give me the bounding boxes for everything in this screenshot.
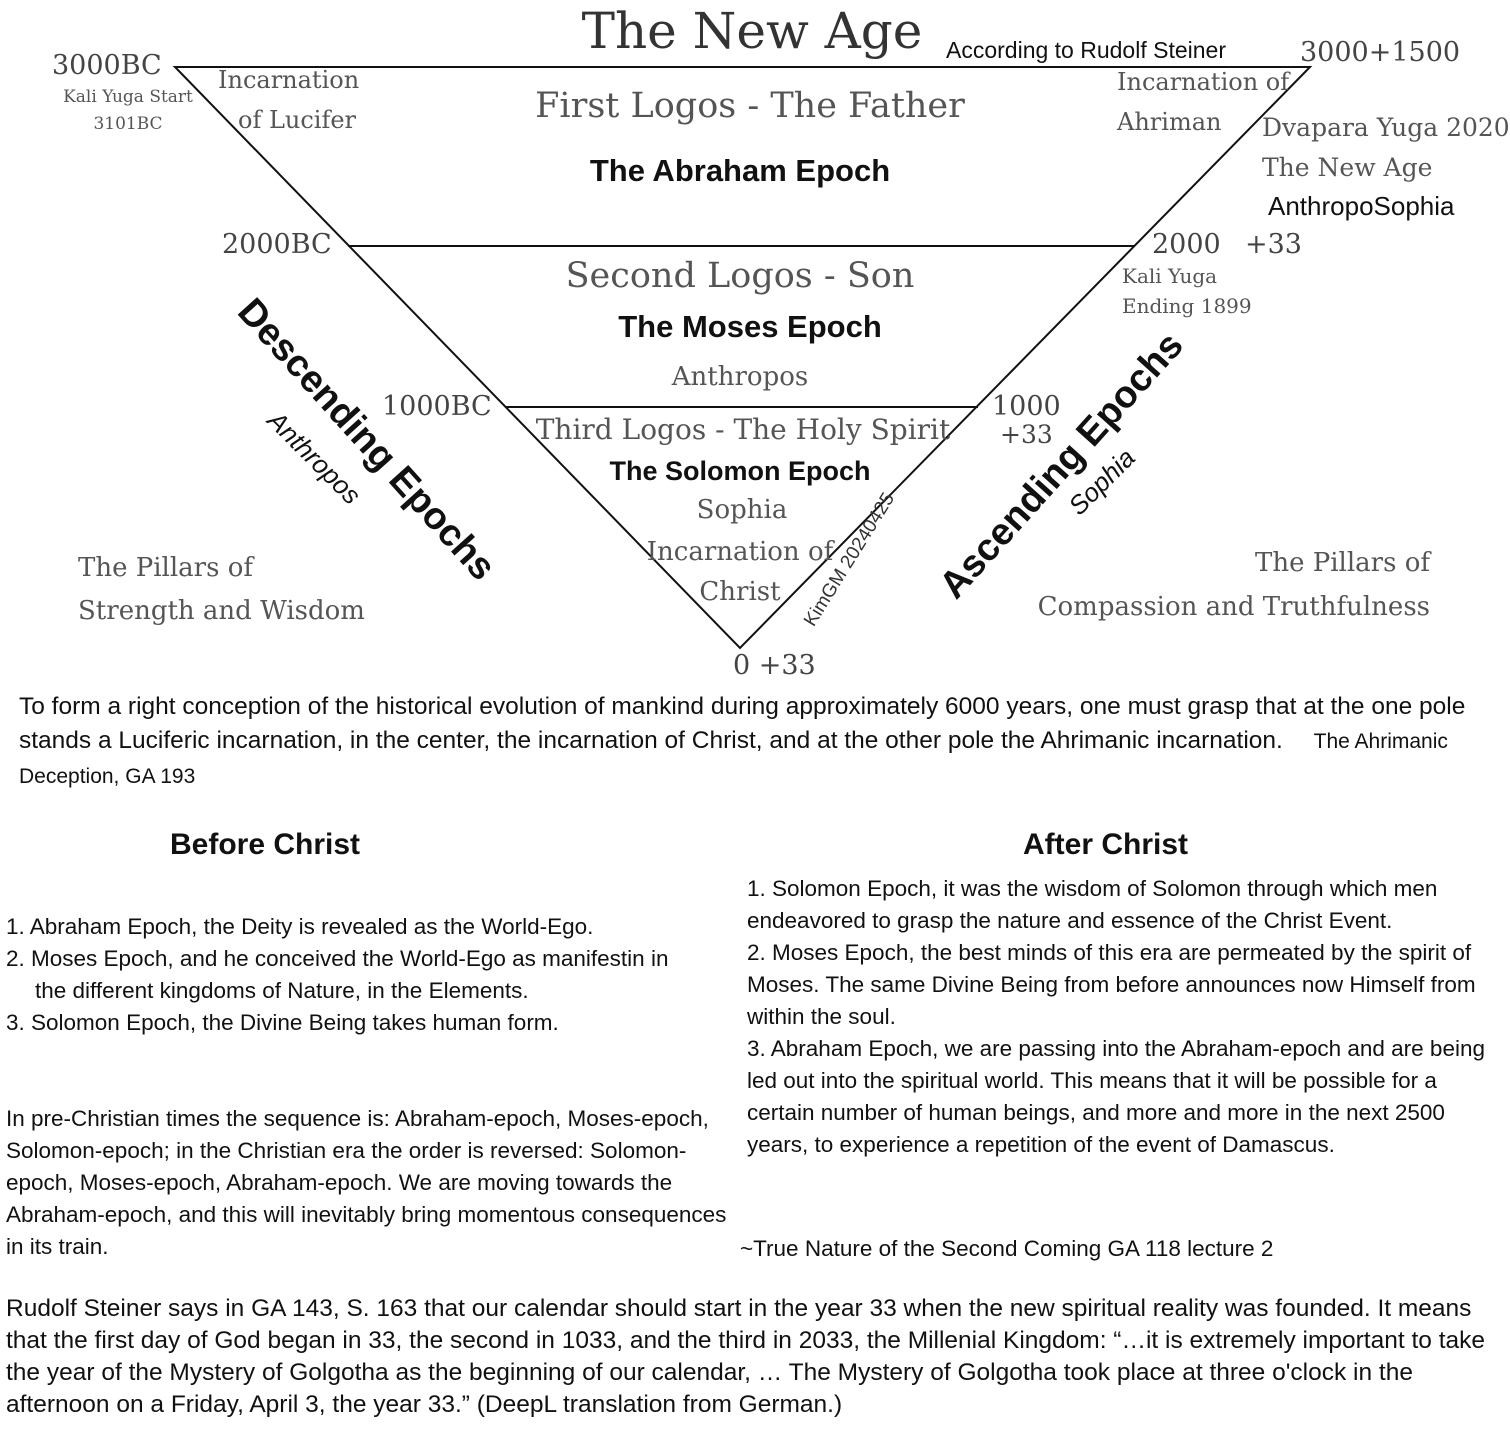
after-christ-source: ~True Nature of the Second Coming GA 118… xyxy=(740,1236,1274,1261)
triangle-graphic xyxy=(172,66,1313,650)
dvapara-yuga: Dvapara Yuga 2020 xyxy=(1262,113,1510,142)
lucifer-label-2: of Lucifer xyxy=(238,106,357,134)
steiner-quote: To form a right conception of the histor… xyxy=(19,690,1489,794)
date-1000-plus33: +33 xyxy=(1000,420,1053,449)
sophia-note: Sophia xyxy=(696,495,788,525)
anthropos-note: Anthropos xyxy=(671,362,809,392)
date-3000-1500: 3000+1500 xyxy=(1300,37,1461,68)
epochs-diagram: The New Age According to Rudolf Steiner … xyxy=(0,0,1510,690)
kali-yuga-start-date: 3101BC xyxy=(93,114,163,134)
date-3000bc: 3000BC xyxy=(52,50,162,81)
pillars-left-2: Strength and Wisdom xyxy=(78,596,365,626)
moses-epoch: The Moses Epoch xyxy=(618,309,882,344)
before-christ-list: 1. Abraham Epoch, the Deity is revealed … xyxy=(6,911,696,1039)
date-2000: 2000 xyxy=(1152,229,1221,260)
before-item-2: 2. Moses Epoch, and he conceived the Wor… xyxy=(6,946,669,1003)
quote-text: To form a right conception of the histor… xyxy=(19,693,1466,754)
before-item-3: 3. Solomon Epoch, the Divine Being takes… xyxy=(6,1010,559,1035)
kali-yuga-ending: Ending 1899 xyxy=(1122,294,1252,318)
solomon-epoch: The Solomon Epoch xyxy=(609,456,871,486)
date-1000: 1000 xyxy=(992,391,1061,422)
calendar-paragraph: Rudolf Steiner says in GA 143, S. 163 th… xyxy=(6,1295,1486,1418)
after-item-3: 3. Abraham Epoch, we are passing into th… xyxy=(747,1036,1485,1157)
diagram-title: The New Age xyxy=(581,2,923,60)
after-item-2: 2. Moses Epoch, the best minds of this e… xyxy=(747,940,1476,1029)
second-logos: Second Logos - Son xyxy=(565,256,915,296)
first-logos: First Logos - The Father xyxy=(535,86,965,126)
date-2000-plus33: +33 xyxy=(1245,229,1302,260)
after-christ-list: 1. Solomon Epoch, it was the wisdom of S… xyxy=(747,873,1487,1161)
date-zero: 0 +33 xyxy=(733,650,816,681)
quote-source: The Ahrimanic Deception, GA 193 xyxy=(19,730,1448,788)
ahriman-label-2: Ahriman xyxy=(1117,108,1222,136)
kali-yuga-start: Kali Yuga Start xyxy=(63,87,193,107)
date-2000bc: 2000BC xyxy=(222,229,332,260)
pillars-right-1: The Pillars of xyxy=(1255,548,1430,578)
new-age-note: The New Age xyxy=(1262,153,1433,182)
inverted-triangle xyxy=(172,66,1313,650)
abraham-epoch: The Abraham Epoch xyxy=(589,153,891,188)
sequence-paragraph: In pre-Christian times the sequence is: … xyxy=(6,1106,727,1259)
diagram-subtitle: According to Rudolf Steiner xyxy=(946,37,1226,63)
lucifer-label-1: Incarnation xyxy=(218,66,360,94)
date-1000bc: 1000BC xyxy=(382,391,492,422)
pillars-left-1: The Pillars of xyxy=(78,553,253,583)
christ-incarnation-2: Christ xyxy=(699,577,781,607)
after-item-1: 1. Solomon Epoch, it was the wisdom of S… xyxy=(747,876,1438,933)
anthroposophia-note: AnthropoSophia xyxy=(1268,191,1455,221)
before-christ-heading: Before Christ xyxy=(170,828,361,861)
pillars-right-2: Compassion and Truthfulness xyxy=(1037,592,1430,622)
before-item-1: 1. Abraham Epoch, the Deity is revealed … xyxy=(6,914,594,939)
after-christ-heading: After Christ xyxy=(1023,828,1189,861)
christ-incarnation-1: Incarnation of xyxy=(646,537,834,567)
ahriman-label-1: Incarnation of xyxy=(1117,68,1290,96)
third-logos: Third Logos - The Holy Spirit xyxy=(535,413,951,446)
kali-yuga-note: Kali Yuga xyxy=(1122,264,1218,288)
